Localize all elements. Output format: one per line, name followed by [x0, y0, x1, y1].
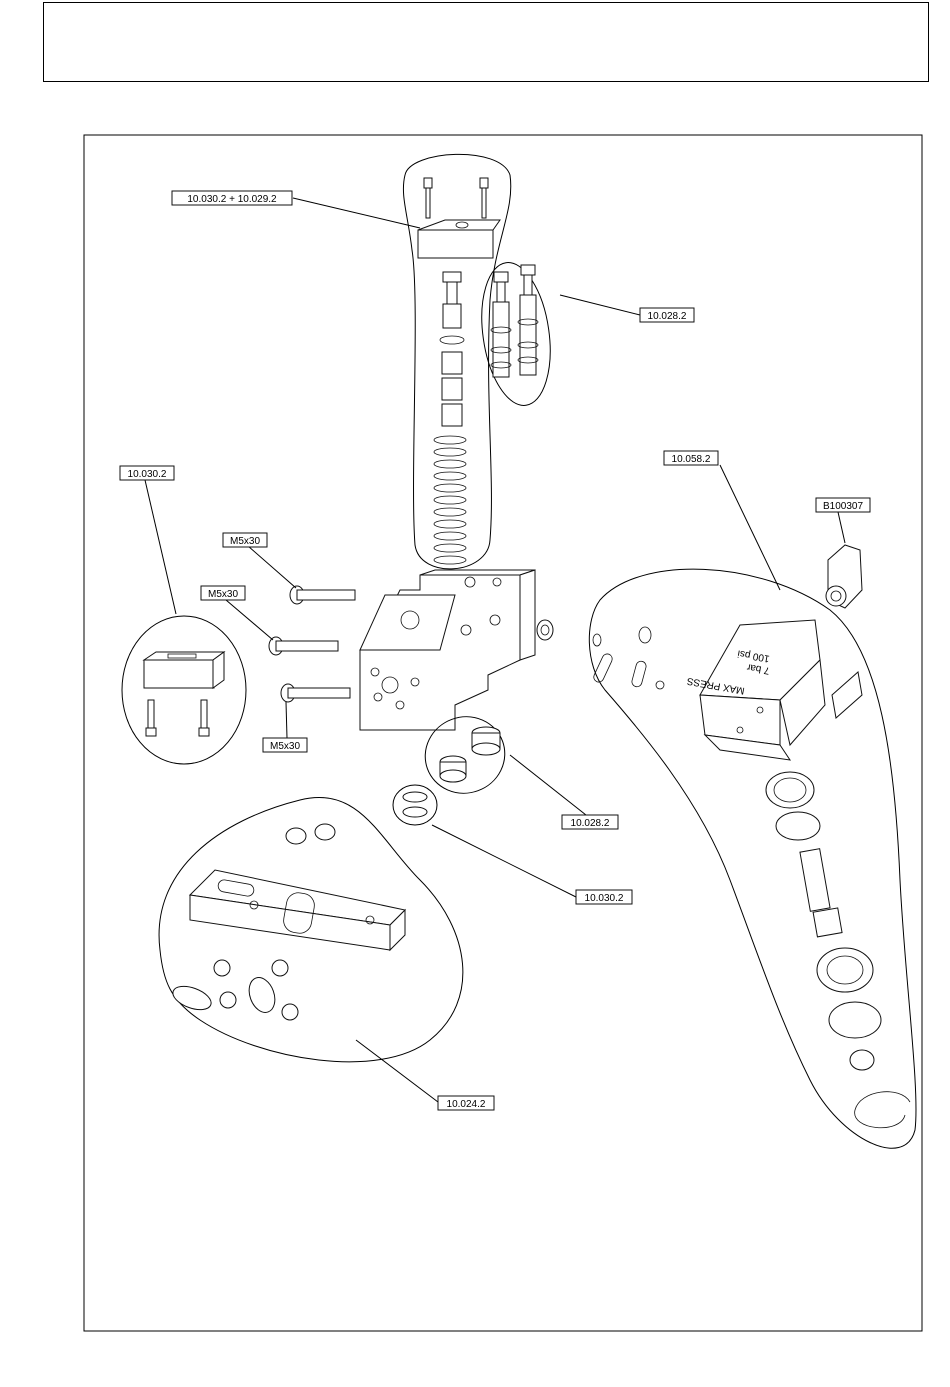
seal-pair — [403, 792, 427, 817]
callout-bolt-1: M5x30 — [223, 533, 267, 547]
sleeve-stack — [442, 352, 462, 426]
cartridge-left — [491, 272, 511, 377]
callout-bolt-3-label: M5x30 — [270, 741, 300, 752]
callout-fitting-label: B100307 — [823, 501, 863, 512]
callout-bolt-1-label: M5x30 — [230, 536, 260, 547]
callout-seal-group: 10.030.2 — [576, 890, 632, 904]
top-cap-block — [418, 220, 500, 258]
left-group-screw-right — [199, 700, 209, 736]
right-group-parts-stack — [766, 772, 910, 1128]
callout-top-assembly: 10.030.2 + 10.029.2 — [172, 191, 292, 205]
plug-upper — [472, 727, 500, 755]
callout-base-plate-group: 10.024.2 — [438, 1096, 494, 1110]
callout-seal-group-label: 10.030.2 — [585, 893, 624, 904]
pressure-valve-block: MAX PRESS 7 bar 100 psi — [686, 620, 825, 760]
callout-base-plate-group-label: 10.024.2 — [447, 1099, 486, 1110]
left-group-outline — [122, 616, 246, 764]
top-screw-left — [424, 178, 432, 218]
callout-bolt-2-label: M5x30 — [208, 589, 238, 600]
spring-seal-stack — [434, 436, 466, 564]
callout-right-group-label: 10.058.2 — [672, 454, 711, 465]
manifold-nut — [537, 620, 553, 640]
left-group-screw-left — [146, 700, 156, 736]
base-plate — [190, 870, 405, 950]
seal-group-outline — [393, 785, 437, 825]
callout-left-group-label: 10.030.2 — [128, 469, 167, 480]
push-in-fitting — [826, 545, 862, 608]
small-o-rings — [286, 824, 335, 844]
callout-left-group: 10.030.2 — [120, 466, 174, 480]
callout-plug-group-label: 10.028.2 — [571, 818, 610, 829]
cartridge-right — [518, 265, 538, 375]
callout-fitting: B100307 — [816, 498, 870, 512]
callout-cartridge-group: 10.028.2 — [640, 308, 694, 322]
plug-lower — [440, 756, 466, 782]
callout-bolt-3: M5x30 — [263, 738, 307, 752]
right-group-port-holes — [592, 627, 664, 689]
bolt-3 — [281, 684, 350, 702]
label-plate — [832, 672, 862, 718]
bolt-1 — [290, 586, 355, 604]
valve-spool — [440, 272, 464, 344]
top-screw-right — [480, 178, 488, 218]
cartridge-group-outline — [473, 258, 558, 410]
bolt-2 — [269, 637, 338, 655]
callout-cartridge-group-label: 10.028.2 — [648, 311, 687, 322]
callout-bolt-2: M5x30 — [201, 586, 245, 600]
callout-plug-group: 10.028.2 — [562, 815, 618, 829]
left-group-block — [144, 652, 224, 688]
central-manifold-block — [360, 570, 535, 730]
callout-right-group: 10.058.2 — [664, 451, 718, 465]
callout-top-assembly-label: 10.030.2 + 10.029.2 — [187, 194, 277, 205]
